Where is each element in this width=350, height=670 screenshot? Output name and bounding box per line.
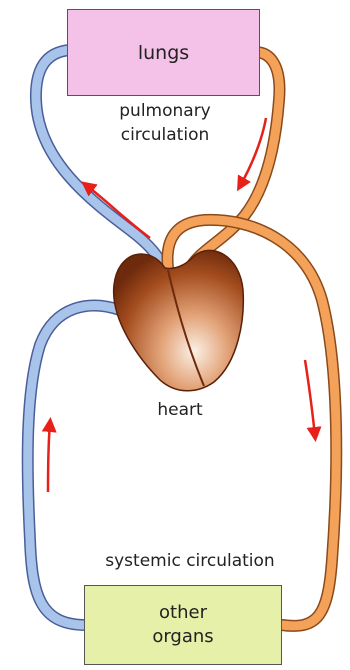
arrow-vena-cava — [48, 423, 50, 492]
lungs-label: lungs — [138, 42, 189, 64]
lungs-box: lungs — [67, 9, 260, 96]
other-organs-box: other organs — [84, 585, 282, 665]
arrow-pulmonary-vein — [86, 185, 150, 238]
systemic-circulation-label: systemic circulation — [80, 550, 300, 574]
vena-cava — [28, 306, 120, 625]
arrow-aorta — [305, 360, 315, 436]
pulmonary-circulation-label: pulmonary circulation — [90, 100, 240, 148]
heart-icon — [114, 250, 244, 390]
heart-label: heart — [140, 399, 220, 423]
other-organs-label: other organs — [152, 601, 213, 650]
